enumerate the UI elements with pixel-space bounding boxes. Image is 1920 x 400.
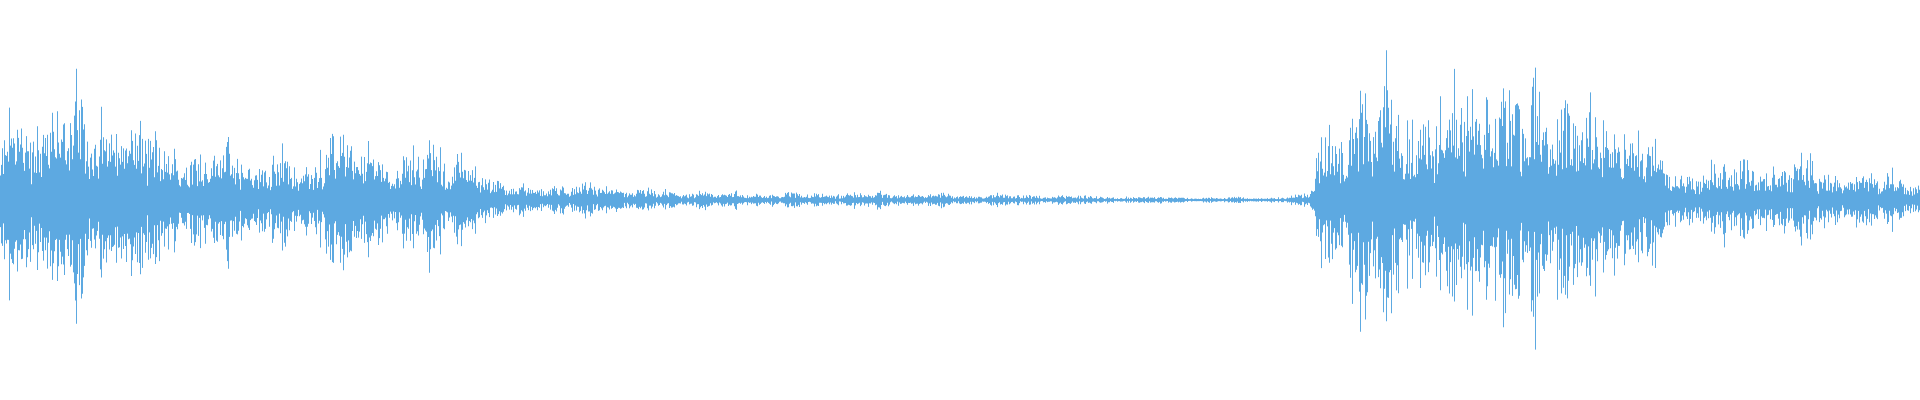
waveform-bars (0, 50, 1920, 350)
